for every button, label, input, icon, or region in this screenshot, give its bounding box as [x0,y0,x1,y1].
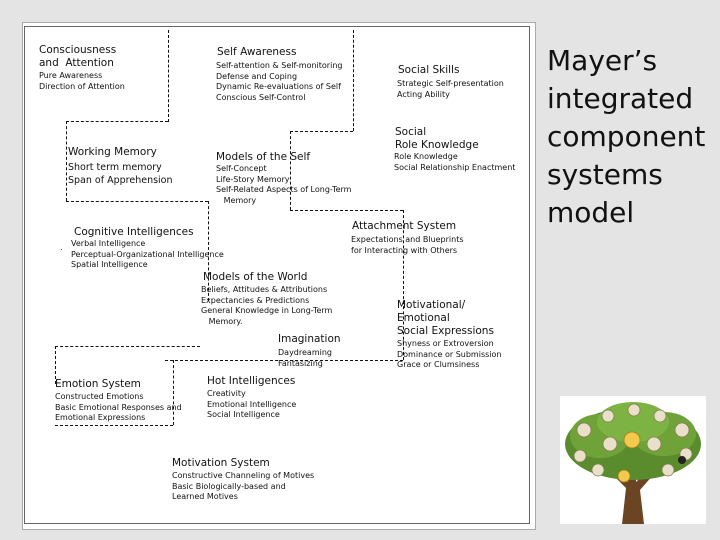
social-role-items: Role Knowledge Social Relationship Enact… [394,152,516,172]
cognitive-bullet: . [60,243,63,252]
motivational-heading: Motivational/ Emotional Social Expressio… [397,299,494,337]
motivation-heading: Motivation System [172,457,270,469]
social-skills-heading: Social Skills [398,64,460,76]
cognitive-items: Verbal Intelligence Perceptual-Organizat… [71,239,224,269]
divider-bottom-left-horizontal [55,425,173,426]
divider-lower-center-horizontal [165,360,403,361]
models-of-world-heading: Models of the World [203,271,308,283]
divider-lower-center-vertical [173,360,174,425]
self-awareness-heading: Self Awareness [217,46,297,58]
models-of-self-heading: Models of the Self [216,151,311,163]
divider-center-lower-vertical [290,131,291,210]
imagination-heading: Imagination [278,333,341,345]
consciousness-items: Pure Awareness Direction of Attention [39,71,125,91]
divider-left-vertical [66,121,67,201]
working-memory-items: Short term memory Span of Apprehension [68,162,173,186]
motivational-items: Shyness or Extroversion Dominance or Sub… [397,339,502,369]
working-memory-heading: Working Memory [68,146,157,158]
divider-lower-left-horizontal [55,346,200,347]
diagram-panel [24,26,530,524]
divider-center-lower-horizontal [290,210,403,211]
motivation-items: Constructive Channeling of Motives Basic… [172,471,315,501]
divider-lower-left-vertical [55,346,56,384]
cognitive-heading: Cognitive Intelligences [74,226,194,238]
divider-right-vertical [403,210,404,360]
social-skills-items: Strategic Self-presentation Acting Abili… [397,79,504,99]
consciousness-heading: Consciousness and Attention [39,44,117,69]
models-of-world-items: Beliefs, Attitudes & Attributions Expect… [201,285,333,326]
divider-top-left-vertical [168,30,169,122]
divider-center-vertical [353,30,354,131]
divider-center-horizontal [290,131,353,132]
social-role-heading: Social Role Knowledge [395,126,479,151]
slide-title: Mayer’s integrated component systems mod… [547,44,706,229]
divider-mid-left-vertical [208,201,209,301]
models-of-self-items: Self-Concept Life-Story Memory Self-Rela… [216,164,352,205]
emotion-heading: Emotion System [55,378,141,390]
hot-heading: Hot Intelligences [207,375,296,387]
tree-illustration [560,396,706,524]
divider-top-left-horizontal [66,121,168,122]
divider-mid-left-horizontal [66,201,208,202]
attachment-heading: Attachment System [352,220,457,232]
emotion-items: Constructed Emotions Basic Emotional Res… [55,392,182,422]
attachment-items: Expectations and Blueprints for Interact… [351,235,464,255]
hot-items: Creativity Emotional Intelligence Social… [207,389,297,419]
self-awareness-items: Self-attention & Self-monitoring Defense… [216,61,343,102]
imagination-items: Daydreaming Fantasizing [278,348,332,368]
